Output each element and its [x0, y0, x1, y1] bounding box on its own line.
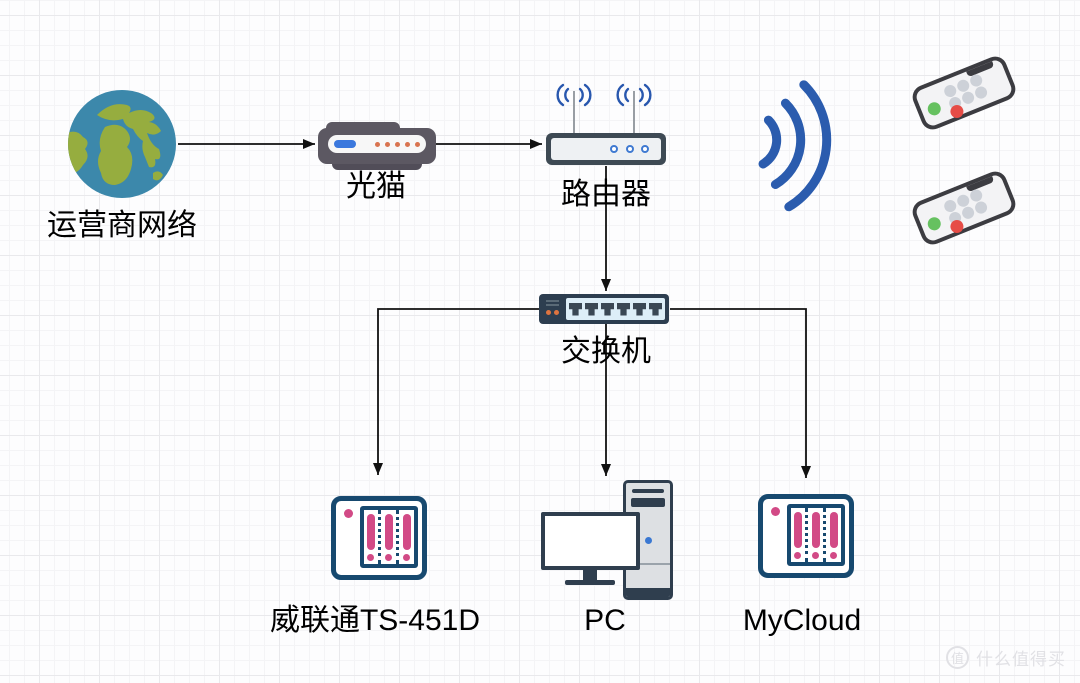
internet-label: 运营商网络: [47, 209, 197, 242]
switch-node: [539, 294, 669, 324]
ethernet-port-icon: [633, 302, 646, 316]
router-led: [626, 145, 634, 153]
modem-node: [318, 122, 436, 170]
switch-led: [554, 310, 559, 315]
antenna-signal-icon: [556, 83, 652, 107]
nas-qnap-node: [331, 496, 427, 580]
drive-bay: [385, 514, 393, 550]
router-led: [641, 145, 649, 153]
pc-label: PC: [584, 604, 626, 637]
switch-label: 交换机: [561, 335, 651, 368]
smzdm-logo-icon: 值: [946, 646, 969, 669]
globe-icon: [68, 90, 176, 198]
ethernet-port-icon: [601, 302, 614, 316]
drive-bay: [403, 514, 411, 550]
router-led: [610, 145, 618, 153]
nas-mycloud-node: [758, 494, 854, 578]
edge-switch-nas-mycloud: [670, 308, 811, 478]
watermark-text: 什么值得买: [976, 650, 1066, 669]
modem-led: [334, 140, 356, 148]
drive-bay: [367, 514, 375, 550]
internet-node: [67, 89, 177, 204]
power-led: [645, 537, 652, 544]
ethernet-port-icon: [617, 302, 630, 316]
nas-mycloud-label: MyCloud: [742, 604, 862, 637]
pc-node: [540, 478, 674, 602]
smzdm-watermark: 值 什么值得买: [946, 645, 1066, 670]
ethernet-port-icon: [585, 302, 598, 316]
pc-monitor: [541, 512, 640, 570]
router-label: 路由器: [561, 178, 651, 211]
ethernet-port-icon: [649, 302, 662, 316]
drive-bay: [830, 512, 838, 548]
nas-qnap-label: 威联通TS-451D: [269, 604, 481, 637]
switch-led: [546, 310, 551, 315]
ethernet-port-icon: [569, 302, 582, 316]
wifi-node: [740, 74, 856, 222]
wifi-waves-icon: [758, 80, 832, 212]
drive-bay: [812, 512, 820, 548]
drive-bay: [794, 512, 802, 548]
router-node: [546, 83, 666, 165]
edge-switch-nas-qnap: [373, 308, 539, 475]
modem-label: 光猫: [346, 170, 406, 203]
